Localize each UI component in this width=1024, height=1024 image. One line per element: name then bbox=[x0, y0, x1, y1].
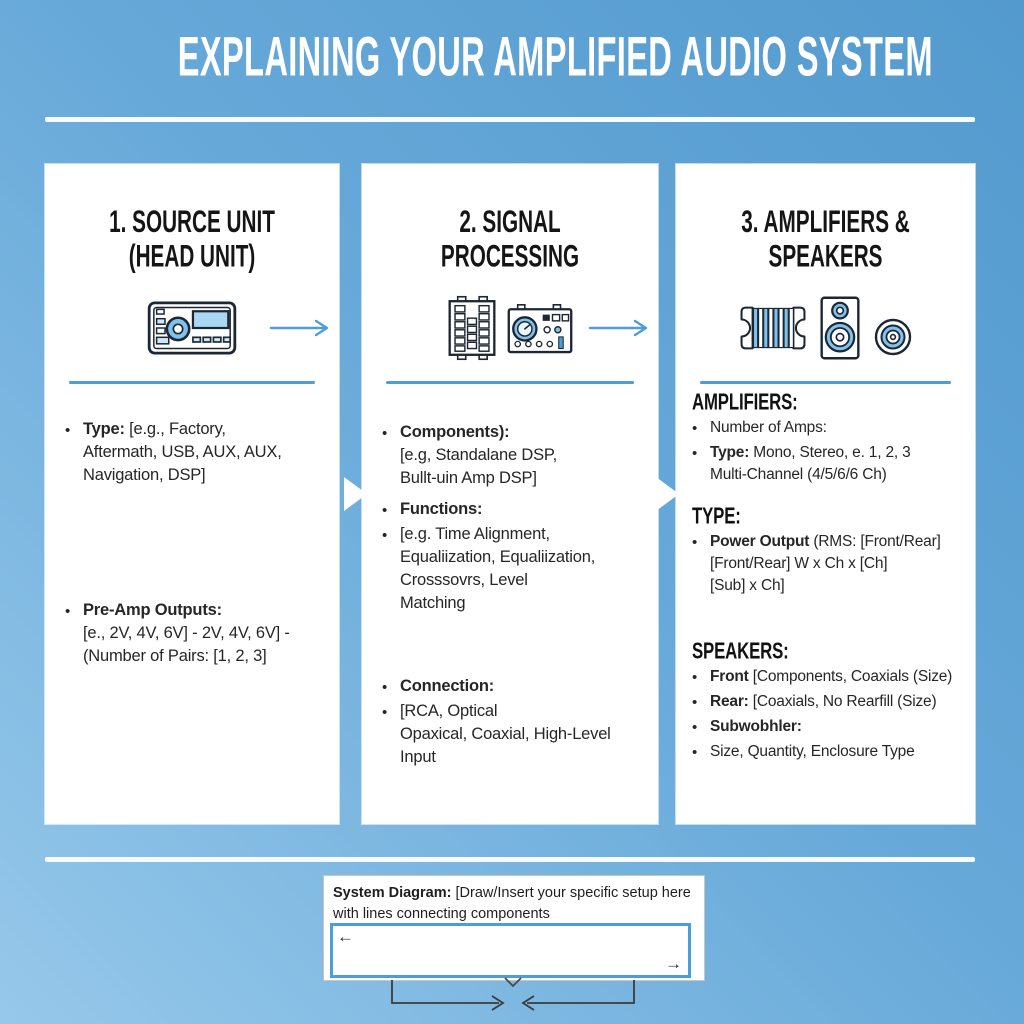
bullet-icon bbox=[692, 531, 710, 597]
bullet-front-speakers: Front [Components, Coaxials (Size) bbox=[692, 666, 967, 689]
bullet-icon bbox=[692, 666, 710, 689]
card-source-unit-title: 1. SOURCE UNIT (HEAD UNIT) bbox=[109, 204, 275, 274]
bullet-connection-list: [RCA, Optical Opaxical, Coaxial, High-Le… bbox=[382, 700, 650, 769]
card-amplifiers-speakers-icons bbox=[676, 291, 975, 365]
round-speaker-icon bbox=[874, 318, 911, 355]
head-unit-icon bbox=[147, 301, 237, 355]
system-diagram-canvas: ← → bbox=[330, 923, 691, 978]
arrow-right-icon: → bbox=[665, 954, 682, 973]
card-source-unit-body: Type: [e.g., Factory, Aftermath, USB, AU… bbox=[45, 418, 339, 668]
bullet-icon bbox=[382, 700, 400, 769]
bullet-components: Components): [e.g, Standalane DSP, Bullt… bbox=[382, 421, 650, 490]
bullet-icon bbox=[692, 691, 710, 714]
bullet-icon bbox=[382, 421, 400, 490]
bullet-icon bbox=[65, 418, 83, 487]
arrow-right-icon bbox=[269, 319, 331, 337]
card-amplifiers-speakers-title: 3. AMPLIFIERS & SPEAKERS bbox=[741, 204, 910, 274]
title-divider-line bbox=[45, 117, 975, 122]
bullet-icon bbox=[692, 716, 710, 739]
flow-triangle-icon bbox=[656, 477, 679, 511]
heading-amplifiers: AMPLIFIERS: bbox=[692, 389, 798, 415]
bullet-icon bbox=[382, 675, 400, 699]
card-signal-processing-title: 2. SIGNAL PROCESSING bbox=[440, 204, 580, 274]
bullet-icon bbox=[692, 417, 710, 440]
bullet-connection: Connection: bbox=[382, 675, 650, 699]
card-amplifiers-speakers-body: AMPLIFIERS: Number of Amps: Type: Mono, … bbox=[676, 389, 975, 764]
heading-speakers: SPEAKERS: bbox=[692, 638, 789, 664]
card-signal-processing-divider bbox=[386, 380, 634, 384]
card-source-unit: 1. SOURCE UNIT (HEAD UNIT) bbox=[45, 164, 339, 824]
system-diagram-box: System Diagram: [Draw/Insert your specif… bbox=[323, 875, 705, 981]
bullet-number-of-amps: Number of Amps: bbox=[692, 417, 967, 440]
page-title-text: EXPLAINING YOUR AMPLIFIED AUDIO SYSTEM bbox=[177, 27, 933, 88]
bullet-functions: Functions: bbox=[382, 498, 650, 522]
bullet-icon bbox=[382, 523, 400, 615]
bullet-subwoofer: Subwobhler: bbox=[692, 716, 967, 739]
card-amplifiers-speakers-divider bbox=[700, 380, 951, 384]
bullet-sub-details: Size, Quantity, Enclosure Type bbox=[692, 741, 967, 764]
bullet-preamp-outputs: Pre-Amp Outputs: [e., 2V, 4V, 6V] - 2V, … bbox=[65, 599, 331, 668]
bullet-icon bbox=[692, 442, 710, 486]
speaker-cabinet-icon bbox=[819, 296, 860, 360]
chevron-down-icon bbox=[502, 976, 524, 988]
flow-triangle-icon bbox=[344, 477, 367, 511]
bullet-type: Type: [e.g., Factory, Aftermath, USB, AU… bbox=[65, 418, 331, 487]
amplifier-icon bbox=[740, 306, 805, 350]
footer-divider-line bbox=[45, 857, 975, 862]
bullet-icon bbox=[65, 599, 83, 668]
card-source-unit-icons bbox=[45, 291, 339, 365]
bullet-icon bbox=[382, 498, 400, 522]
bullet-amp-type: Type: Mono, Stereo, e. 1, 2, 3 Multi-Cha… bbox=[692, 442, 967, 486]
heading-type: TYPE: bbox=[692, 503, 741, 529]
card-signal-processing: 2. SIGNAL PROCESSING bbox=[362, 164, 658, 824]
arrow-right-icon bbox=[588, 319, 650, 337]
bullet-functions-list: [e.g. Time Alignment, Equaliization, Equ… bbox=[382, 523, 650, 615]
system-diagram-caption: System Diagram: [Draw/Insert your specif… bbox=[333, 885, 691, 922]
card-signal-processing-icons bbox=[362, 291, 658, 365]
dsp-processor-icon bbox=[507, 303, 573, 353]
bullet-rear-speakers: Rear: [Coaxials, No Rearfill (Size) bbox=[692, 691, 967, 714]
bullet-icon bbox=[692, 741, 710, 764]
arrow-left-icon: ← bbox=[337, 927, 354, 946]
connector-arrows-icon bbox=[391, 980, 635, 1011]
card-amplifiers-speakers: 3. AMPLIFIERS & SPEAKERS bbox=[676, 164, 975, 824]
equalizer-icon bbox=[448, 295, 496, 360]
card-source-unit-divider bbox=[69, 380, 315, 384]
bullet-power-output: Power Output (RMS: [Front/Rear] [Front/R… bbox=[692, 531, 967, 597]
page-title: EXPLAINING YOUR AMPLIFIED AUDIO SYSTEM bbox=[0, 27, 1024, 88]
card-signal-processing-body: Components): [e.g, Standalane DSP, Bullt… bbox=[362, 421, 658, 769]
